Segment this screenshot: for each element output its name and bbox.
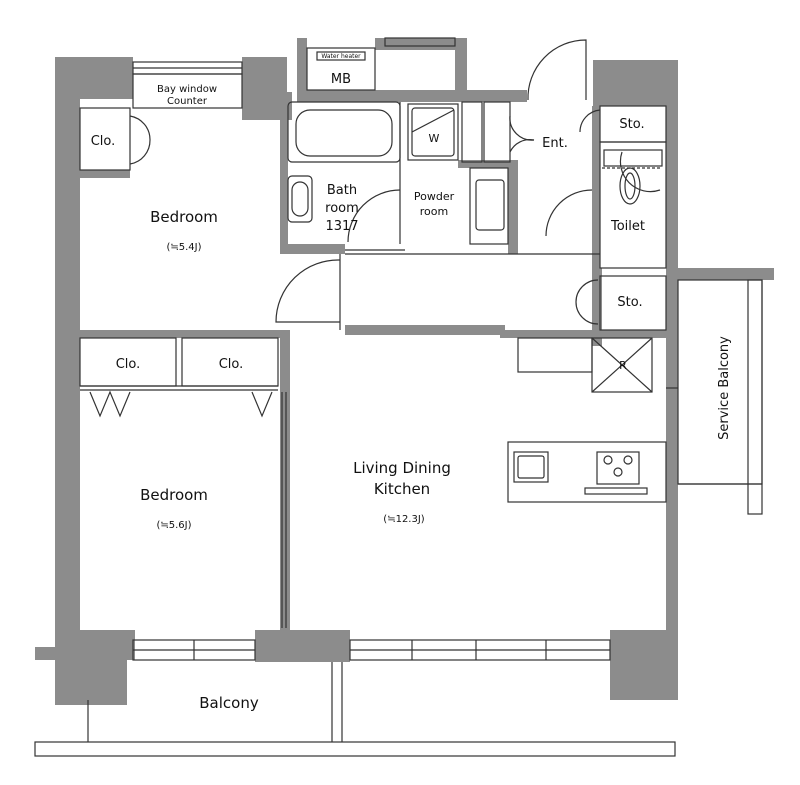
counter-label: Counter [167,96,208,107]
powder-label-1: Powder [414,190,455,203]
mb-label: MB [331,72,351,87]
entrance-label: Ent. [542,136,568,151]
bedroom-bottom-size: (≒5.6J) [156,520,191,531]
storage-label-top: Sto. [619,117,644,132]
bath-label-3: 1317 [325,219,358,234]
walls [35,38,774,705]
closet-label-right: Clo. [219,357,244,372]
washer-label: W [429,132,440,145]
toilet-label: Toilet [610,219,645,234]
water-heater-label: Water heater [321,53,361,60]
service-balcony-label: Service Balcony [717,336,732,440]
bath-label-1: Bath [327,183,357,198]
storage-label-mid: Sto. [617,295,642,310]
bedroom-top-size: (≒5.4J) [166,242,201,253]
bedroom-top-name: Bedroom [150,208,218,226]
ldk-label-1: Living Dining [353,459,451,477]
ldk-size: (≒12.3J) [383,514,425,525]
bedroom-bottom-name: Bedroom [140,486,208,504]
closet-label-top: Clo. [91,134,116,149]
fixtures [34,37,763,757]
bath-label-2: room [325,201,359,216]
balcony-label: Balcony [199,694,259,712]
fridge-label: R [619,359,627,372]
powder-label-2: room [420,205,448,218]
bay-window-label: Bay window [157,84,217,95]
ldk-label-2: Kitchen [374,480,430,498]
closet-label-left: Clo. [116,357,141,372]
labels: Bay window Counter MB Water heater Clo. … [91,53,732,712]
